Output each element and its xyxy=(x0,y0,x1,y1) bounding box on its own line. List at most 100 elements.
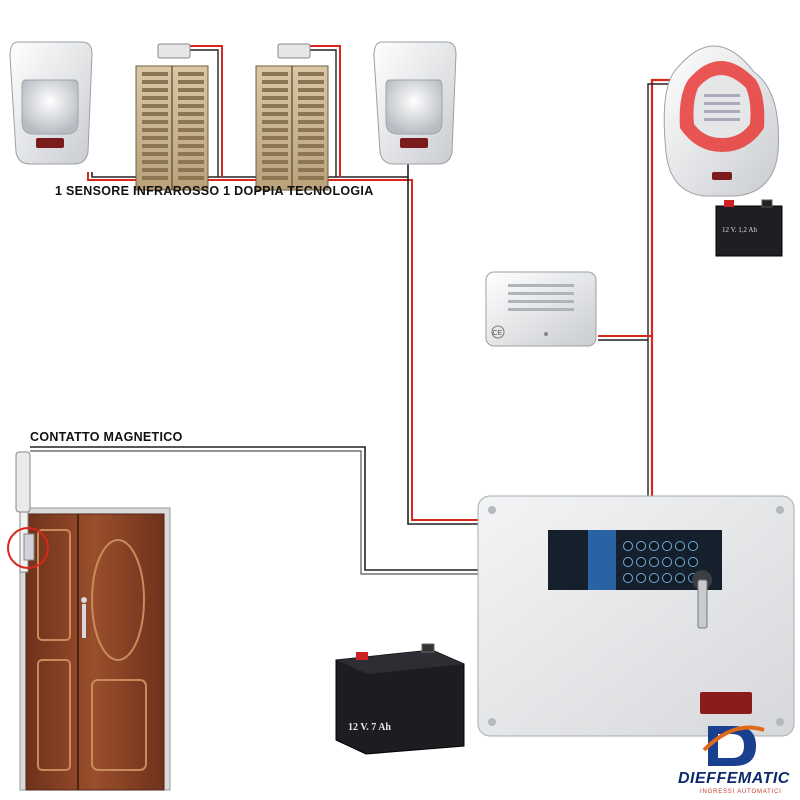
door-handle xyxy=(82,604,86,638)
panel-led xyxy=(675,573,685,583)
shutter-1-slats xyxy=(142,72,204,180)
shutter-slat xyxy=(262,112,288,116)
shutter-slat xyxy=(262,72,288,76)
shutter-slat xyxy=(262,152,288,156)
panel-led xyxy=(649,541,659,551)
panel-led xyxy=(662,573,672,583)
shutter-slat xyxy=(298,128,324,132)
shutter-slat xyxy=(142,112,168,116)
shutter-slat xyxy=(262,144,288,148)
shutter-slat xyxy=(262,176,288,180)
front-door xyxy=(19,507,171,791)
shutter-slat xyxy=(298,88,324,92)
contact-wire-black xyxy=(30,446,478,571)
shutter-2-slats xyxy=(262,72,324,180)
siren-wire-black xyxy=(647,83,676,500)
magnetic-contact xyxy=(7,451,49,573)
shutter-slat xyxy=(262,128,288,132)
shutter-slat xyxy=(142,96,168,100)
siren-wire-red xyxy=(650,78,676,500)
siren-battery-label: 12 V. 1,2 Ah xyxy=(722,226,757,234)
shutter-slat xyxy=(178,160,204,164)
brand-name: DIEFFEMATIC xyxy=(678,770,790,787)
shutter-slat xyxy=(298,168,324,172)
panel-led xyxy=(675,541,685,551)
shutter-slat xyxy=(262,104,288,108)
shutter-slat xyxy=(262,120,288,124)
shutter-slat xyxy=(142,152,168,156)
panel-led xyxy=(662,557,672,567)
shutter-slat xyxy=(142,80,168,84)
panel-led xyxy=(623,557,633,567)
panel-led-grid xyxy=(623,541,698,583)
panel-led xyxy=(688,557,698,567)
main-battery: 12 V. 7 Ah xyxy=(335,643,465,755)
panel-led xyxy=(636,541,646,551)
panel-led xyxy=(636,573,646,583)
magnetic-contact-label: CONTATTO MAGNETICO xyxy=(30,430,183,444)
shutter-slat xyxy=(298,152,324,156)
shutter-slat xyxy=(298,96,324,100)
shutter-slat xyxy=(142,72,168,76)
shutter-1-wire xyxy=(190,45,223,177)
shutter-slat xyxy=(262,136,288,140)
shutter-slat xyxy=(178,128,204,132)
pir-sensor-1 xyxy=(9,41,93,165)
shutter-slat xyxy=(298,104,324,108)
brand-tagline: INGRESSI AUTOMATICI xyxy=(700,789,782,795)
indoor-siren-grille xyxy=(508,284,574,311)
shutter-slat xyxy=(298,160,324,164)
outdoor-siren xyxy=(663,45,779,197)
shutter-slat xyxy=(142,144,168,148)
shutter-slat xyxy=(298,80,324,84)
panel-led xyxy=(623,541,633,551)
shutter-slat xyxy=(262,96,288,100)
shutter-slat xyxy=(262,88,288,92)
shutter-slat xyxy=(298,112,324,116)
panel-led xyxy=(675,557,685,567)
shutter-slat xyxy=(178,80,204,84)
shutter-slat xyxy=(178,168,204,172)
shutter-slat xyxy=(178,72,204,76)
dieffematic-logo xyxy=(702,725,765,766)
dual-technology-sensor xyxy=(373,41,457,165)
indoor-siren: CE xyxy=(485,271,597,347)
shutter-slat xyxy=(298,176,324,180)
panel-led xyxy=(688,541,698,551)
shutter-slat xyxy=(298,136,324,140)
wiring xyxy=(30,45,676,575)
shutter-slat xyxy=(178,152,204,156)
shutter-2-wire xyxy=(310,45,341,177)
shutter-1-wire-b xyxy=(190,49,219,177)
sensors-label: 1 SENSORE INFRAROSSO 1 DOPPIA TECNOLOGIA xyxy=(55,184,374,198)
shutter-slat xyxy=(178,96,204,100)
shutter-slat xyxy=(178,136,204,140)
panel-led xyxy=(662,541,672,551)
shutter-slat xyxy=(262,80,288,84)
shutter-slat xyxy=(142,104,168,108)
shutter-slat xyxy=(178,88,204,92)
shutter-slat xyxy=(142,160,168,164)
shutter-slat xyxy=(298,72,324,76)
shutter-slat xyxy=(298,120,324,124)
contact-wire-grey xyxy=(30,450,478,575)
shutter-2-wire-b xyxy=(310,49,337,177)
ce-mark: CE xyxy=(493,330,503,337)
sensor-bus-wire-red xyxy=(87,172,478,521)
panel-led xyxy=(649,573,659,583)
shutter-slat xyxy=(298,144,324,148)
main-battery-label: 12 V. 7 Ah xyxy=(348,722,391,733)
shutter-slat xyxy=(142,120,168,124)
alarm-control-panel xyxy=(477,495,795,737)
shutter-slat xyxy=(178,176,204,180)
panel-led xyxy=(636,557,646,567)
shutter-slat xyxy=(262,168,288,172)
shutter-slat xyxy=(142,88,168,92)
shutter-slat xyxy=(178,112,204,116)
panel-led xyxy=(649,557,659,567)
panel-key xyxy=(692,570,712,629)
shutter-slat xyxy=(178,104,204,108)
shutter-slat xyxy=(262,160,288,164)
siren-battery: 12 V. 1,2 Ah xyxy=(715,199,783,257)
